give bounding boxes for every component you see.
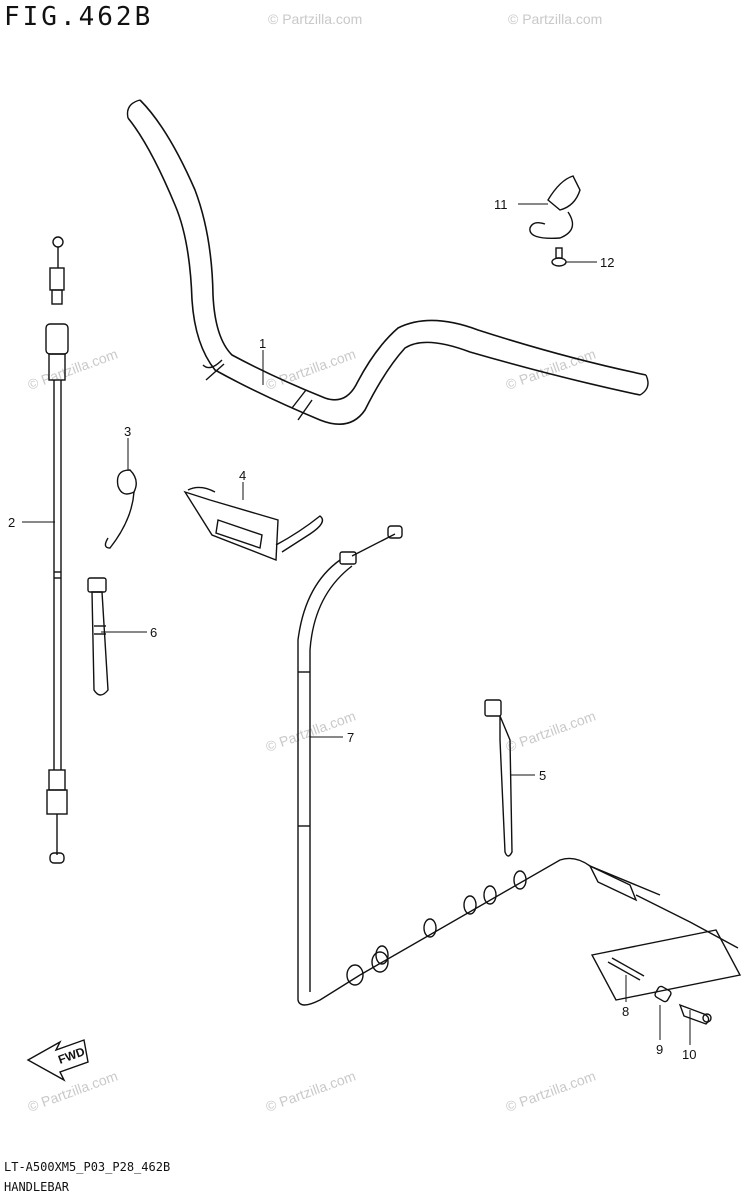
- bolt-part-12: [551, 247, 567, 267]
- callout-3: 3: [124, 424, 131, 439]
- figure-title: FIG.462B: [4, 2, 154, 32]
- callout-leaders: [22, 203, 691, 1045]
- callout-10: 10: [682, 1047, 696, 1062]
- clip-part-3: [104, 469, 137, 549]
- callout-12: 12: [600, 255, 614, 270]
- callout-4: 4: [239, 468, 246, 483]
- callout-5: 5: [539, 768, 546, 783]
- svg-text:© Partzilla.com: © Partzilla.com: [508, 11, 602, 27]
- callout-7: 7: [347, 730, 354, 745]
- callout-2: 2: [8, 515, 15, 530]
- diagram-code: LT-A500XM5_P03_P28_462B: [4, 1160, 171, 1174]
- callout-6: 6: [150, 625, 157, 640]
- guide-part-11: [529, 175, 581, 239]
- small-parts-8-9-10: [590, 929, 742, 1025]
- callout-numbers: 1 2 3 4 5 6 7 8 9 10 11 12: [8, 197, 696, 1062]
- svg-text:© Partzilla.com: © Partzilla.com: [268, 11, 362, 27]
- watermarks: © Partzilla.com © Partzilla.com © Partzi…: [26, 11, 603, 1115]
- svg-text:© Partzilla.com: © Partzilla.com: [504, 708, 598, 755]
- callout-8: 8: [622, 1004, 629, 1019]
- handlebar-part: [126, 99, 649, 426]
- callout-9: 9: [656, 1042, 663, 1057]
- cable-part-2: [45, 236, 69, 864]
- bracket-part-4: [183, 486, 324, 562]
- svg-text:© Partzilla.com: © Partzilla.com: [504, 346, 598, 393]
- callout-1: 1: [259, 336, 266, 351]
- callout-11: 11: [494, 197, 508, 212]
- svg-text:© Partzilla.com: © Partzilla.com: [264, 1068, 358, 1115]
- strap-part-5: [484, 699, 513, 857]
- forward-arrow-icon: FWD: [26, 1039, 89, 1082]
- strap-part-6: [87, 577, 109, 696]
- svg-text:© Partzilla.com: © Partzilla.com: [26, 1068, 120, 1115]
- cable-part-7: [297, 525, 739, 1006]
- svg-text:© Partzilla.com: © Partzilla.com: [504, 1068, 598, 1115]
- svg-text:© Partzilla.com: © Partzilla.com: [264, 346, 358, 393]
- svg-text:© Partzilla.com: © Partzilla.com: [26, 346, 120, 393]
- diagram-name: HANDLEBAR: [4, 1180, 70, 1194]
